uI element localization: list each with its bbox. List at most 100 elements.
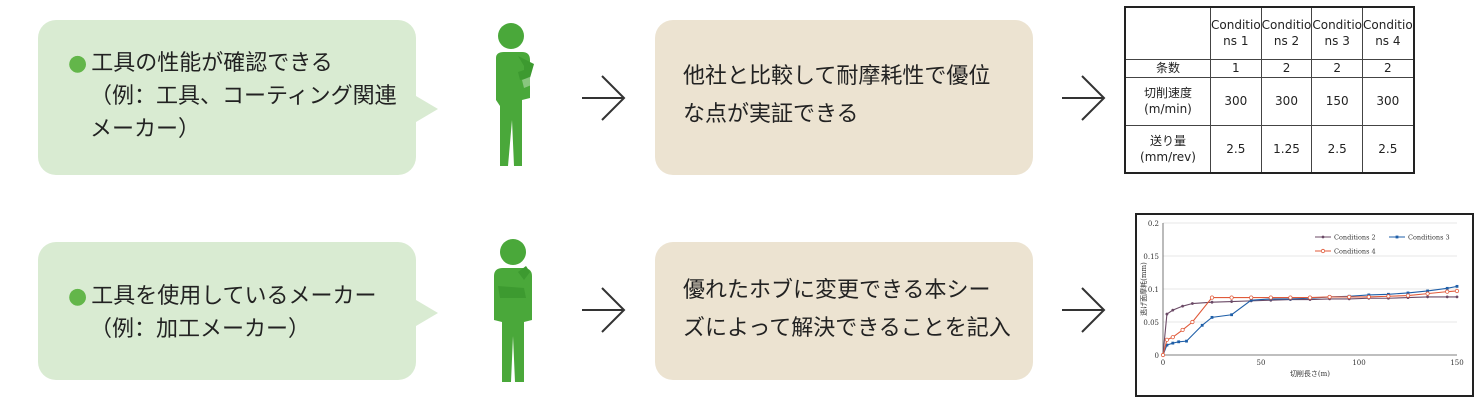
result-line: 優れたホブに変更できる本シー: [683, 278, 991, 303]
data-point: [1209, 295, 1215, 300]
data-point: [1386, 294, 1391, 299]
data-point: [1170, 335, 1175, 340]
bubble-line: メーカー）: [90, 117, 201, 142]
data-point: [1210, 315, 1214, 319]
data-point: [1307, 295, 1313, 300]
y-tick-label: 0.05: [1143, 319, 1159, 327]
data-point: [1288, 295, 1293, 300]
y-tick-label: 0: [1155, 352, 1159, 360]
result-text-1: 他社と比較して耐摩耗性で優位 な点が実証できる: [683, 58, 990, 134]
y-tick-label: 0.2: [1148, 220, 1159, 228]
data-point: [1445, 286, 1449, 290]
table-cell: 300: [1362, 76, 1415, 126]
bullet-icon: ●: [68, 51, 88, 76]
data-point: [1177, 340, 1181, 344]
data-point: [1165, 343, 1169, 347]
thinking-person-icon: [496, 23, 534, 166]
result-text-2: 優れたホブに変更できる本シー ズによって解決できることを記入: [683, 272, 1011, 348]
data-point: [1327, 294, 1332, 300]
header-line: ns 2: [1273, 34, 1300, 49]
y-tick-label: 0.15: [1143, 253, 1159, 261]
data-point: [1185, 339, 1188, 343]
legend-marker: [1395, 235, 1399, 239]
data-point: [1425, 291, 1430, 296]
legend-marker: [1320, 248, 1326, 254]
data-point: [1200, 323, 1204, 327]
bubble-text-1: ●工具の性能が確認できる （例：工具、コーティング関連 メーカー）: [68, 47, 397, 146]
row-label: 条数: [1124, 58, 1211, 78]
bubble-line: 工具の性能が確認できる: [91, 51, 333, 76]
y-tick-label: 0.1: [1148, 286, 1159, 294]
result-box-2: 優れたホブに変更できる本シー ズによって解決できることを記入: [655, 242, 1033, 380]
data-point: [1160, 352, 1166, 358]
data-point: [1249, 298, 1253, 302]
data-point: [1455, 295, 1459, 299]
row-label-line: 送り量: [1149, 133, 1186, 148]
speech-bubble-1: ●工具の性能が確認できる （例：工具、コーティング関連 メーカー）: [38, 20, 438, 175]
data-point: [1405, 293, 1411, 298]
bullet-icon: ●: [68, 284, 88, 309]
arrow-right-icon: [1062, 287, 1106, 333]
table-cell: 300: [1260, 76, 1313, 126]
arrow-right-icon: [1062, 75, 1106, 121]
data-point: [1268, 295, 1273, 300]
header-line: ns 4: [1375, 34, 1401, 49]
bubble-line: 工具を使用しているメーカー: [91, 284, 377, 309]
data-point: [1171, 341, 1175, 345]
table-cell: 2: [1311, 58, 1364, 78]
table-cell: 2.5: [1210, 124, 1262, 174]
y-axis-label: 逃げ面摩耗(mm): [1139, 262, 1148, 316]
speech-bubble-2: ●工具を使用しているメーカー （例：加工メーカー）: [38, 242, 438, 380]
data-point: [1230, 313, 1233, 317]
legend-label: Conditions 3: [1408, 234, 1450, 242]
data-point: [1406, 291, 1410, 295]
x-tick-label: 50: [1257, 359, 1266, 367]
table-cell: 2: [1260, 58, 1313, 78]
data-point: [1190, 319, 1195, 325]
header-line: ns 3: [1324, 34, 1350, 49]
table-row: 条数 1 2 2 2: [1124, 58, 1415, 78]
data-point: [1426, 289, 1429, 293]
data-point: [1181, 304, 1184, 308]
data-point: [1249, 295, 1254, 300]
result-box-1: 他社と比較して耐摩耗性で優位 な点が実証できる: [655, 20, 1033, 175]
header-line: Conditio: [1261, 18, 1312, 33]
series-line: [1162, 296, 1457, 356]
x-tick-label: 0: [1161, 359, 1165, 367]
bubble-line: （例：工具、コーティング関連: [90, 84, 397, 109]
data-point: [1445, 295, 1449, 299]
bubble-text-2: ●工具を使用しているメーカー （例：加工メーカー）: [68, 280, 377, 346]
data-point: [1165, 312, 1169, 316]
thinking-person-icon: [494, 239, 532, 382]
header-line: Conditio: [1363, 18, 1413, 33]
legend-label: Conditions 4: [1334, 248, 1376, 256]
data-point: [1180, 327, 1185, 333]
result-line: ズによって解決できることを記入: [683, 316, 1011, 341]
row-label-line: (m/min): [1144, 102, 1192, 116]
table-cell: 150: [1311, 76, 1364, 126]
header-line: ns 1: [1223, 34, 1249, 49]
table-cell: 2: [1362, 58, 1415, 78]
table-cell: 300: [1210, 76, 1262, 126]
row-label: 送り量(mm/rev): [1124, 124, 1211, 174]
table-cell: 1: [1210, 58, 1262, 78]
data-point: [1426, 295, 1429, 299]
row-label: 切削速度 (m/min): [1124, 76, 1211, 126]
data-point: [1455, 284, 1459, 288]
legend-label: Conditions 2: [1334, 234, 1376, 242]
data-point: [1366, 294, 1371, 300]
data-point: [1191, 302, 1194, 305]
speech-bubble-tail: [416, 96, 438, 122]
result-line: 他社と比較して耐摩耗性で優位: [683, 64, 991, 89]
data-point: [1229, 295, 1234, 300]
data-point: [1347, 294, 1352, 300]
row-label-line: 切削速度: [1143, 86, 1192, 100]
data-point: [1230, 300, 1233, 303]
